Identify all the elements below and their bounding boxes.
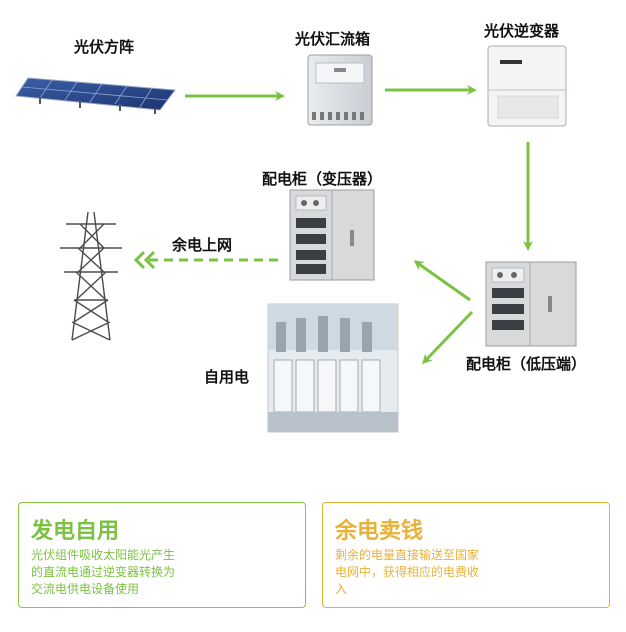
card-sell-title: 余电卖钱 xyxy=(335,519,424,544)
double-chevron-icon xyxy=(133,250,156,270)
label-combiner-box: 光伏汇流箱 xyxy=(295,30,371,48)
combiner-box-icon xyxy=(307,54,373,126)
card-sell-desc-line: 剩余的电量直接输送至国家 xyxy=(335,548,480,562)
arrow-cabinet-to-transformer xyxy=(413,260,471,302)
solar-panel-icon xyxy=(15,77,176,114)
label-inverter: 光伏逆变器 xyxy=(484,22,560,40)
card-self-use-title: 发电自用 xyxy=(31,519,120,544)
card-sell-desc-line: 电网中，获得相应的电费收 xyxy=(335,565,480,579)
card-self-use-desc-line: 交流电供电设备使用 xyxy=(31,582,140,596)
label-grid-export: 余电上网 xyxy=(172,236,233,254)
card-sell-desc-line: 入 xyxy=(335,582,348,596)
label-self-use: 自用电 xyxy=(204,368,250,386)
card-self-use-desc-line: 的直流电通过逆变器转换为 xyxy=(31,565,176,579)
label-pv-array: 光伏方阵 xyxy=(74,38,135,56)
card-sell-desc: 剩余的电量直接输送至国家 电网中，获得相应的电费收 入 xyxy=(335,547,479,598)
card-self-use-desc: 光伏组件吸收太阳能光产生 的直流电通过逆变器转换为 交流电供电设备使用 xyxy=(31,547,175,598)
card-self-use-desc-line: 光伏组件吸收太阳能光产生 xyxy=(31,548,176,562)
card-self-use: 发电自用 光伏组件吸收太阳能光产生 的直流电通过逆变器转换为 交流电供电设备使用 xyxy=(18,502,306,608)
arrow-cabinet-to-factory xyxy=(421,310,474,365)
cabinet-low-voltage-icon xyxy=(485,261,577,347)
card-sell: 余电卖钱 剩余的电量直接输送至国家 电网中，获得相应的电费收 入 xyxy=(322,502,610,608)
label-cabinet-low-voltage: 配电柜（低压端） xyxy=(466,355,587,373)
cabinet-transformer-icon xyxy=(289,189,375,281)
inverter-icon xyxy=(487,45,567,127)
factory-icon xyxy=(267,303,399,433)
label-cabinet-transformer: 配电柜（变压器） xyxy=(262,170,383,188)
transmission-tower-icon xyxy=(60,211,122,341)
